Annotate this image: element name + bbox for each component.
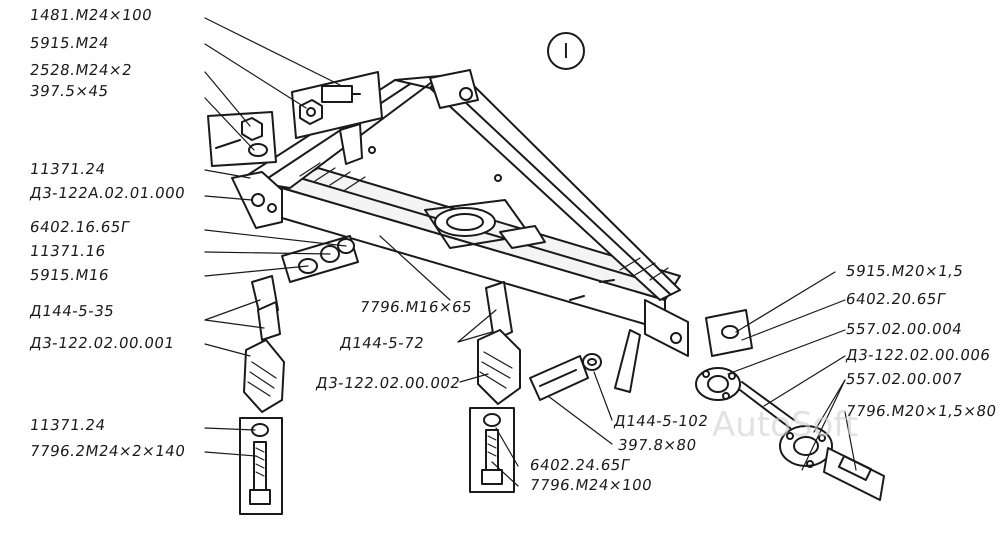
label-d144-5-102: Д144-5-102 (612, 412, 710, 430)
leader-lines (204, 17, 857, 487)
hub-assembly (695, 309, 885, 501)
label-557-007: 557.02.00.007 (844, 370, 964, 388)
label-7796-2: 7796.2M24×2×140 (28, 442, 187, 460)
pin-washer-set (529, 353, 602, 401)
label-557-004: 557.02.00.004 (844, 320, 964, 338)
label-11371-24-top: 11371.24 (28, 160, 107, 178)
label-d3-122-002: Д3-122.02.00.002 (314, 374, 462, 392)
main-frame (231, 69, 689, 393)
label-6402-20: 6402.20.65Г (844, 290, 948, 308)
label-d3-122-001: Д3-122.02.00.001 (28, 334, 176, 352)
label-11371-24-bottom: 11371.24 (28, 416, 107, 434)
watermark: AutoSoft (712, 405, 858, 445)
label-1481: 1481.M24×100 (28, 6, 154, 24)
view-marker-circle (547, 32, 585, 70)
label-d144-5-72: Д144-5-72 (338, 334, 426, 352)
label-397-8: 397.8×80 (616, 436, 698, 454)
label-11371-16: 11371.16 (28, 242, 107, 260)
label-5915-m24: 5915.M24 (28, 34, 111, 52)
left-spring-assembly (239, 275, 285, 515)
label-397-5: 397.5×45 (28, 82, 110, 100)
label-5915-m20: 5915.M20×1,5 (844, 262, 965, 280)
view-marker: I (563, 39, 569, 63)
label-d144-5-35: Д144-5-35 (28, 302, 116, 320)
label-d3-122-006: Д3-122.02.00.006 (844, 346, 992, 364)
label-7796-m20: 7796.M20×1,5×80 (844, 402, 998, 420)
label-6402-24: 6402.24.65Г (528, 456, 632, 474)
label-6402-16: 6402.16.65Г (28, 218, 132, 236)
washer-set-left (207, 111, 277, 167)
bolt-set-top (291, 71, 383, 139)
label-7796-m24: 7796.M24×100 (528, 476, 654, 494)
middle-spring-assembly (469, 281, 521, 493)
label-7796-m16: 7796.M16×65 (358, 298, 474, 316)
label-2528: 2528.M24×2 (28, 61, 134, 79)
label-5915-m16: 5915.M16 (28, 266, 111, 284)
label-d3-122a: Д3-122А.02.01.000 (28, 184, 187, 202)
